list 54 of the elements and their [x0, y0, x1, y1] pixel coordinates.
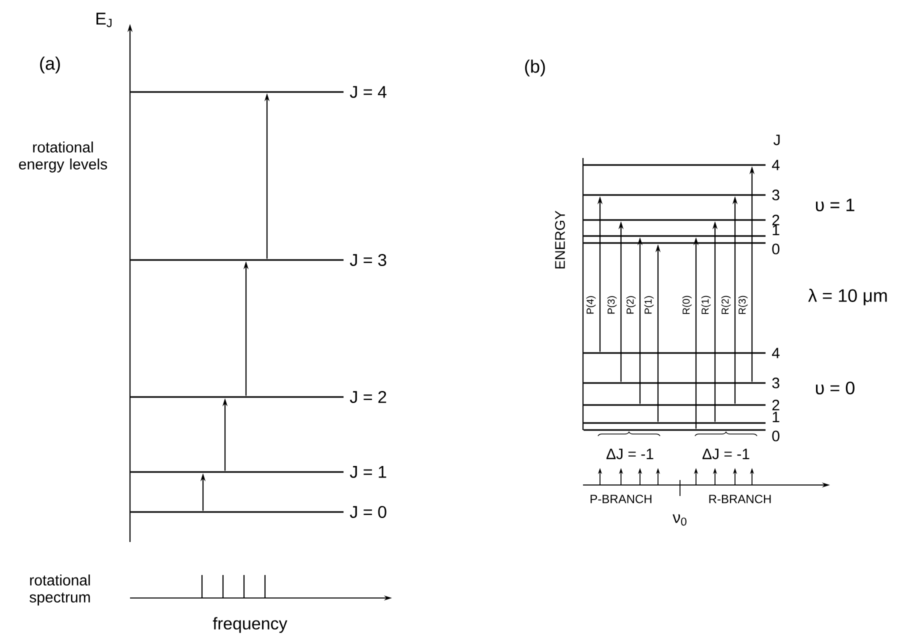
brace-label: ΔJ = -1 — [702, 448, 750, 460]
edge-label: R(3) — [738, 296, 748, 314]
branch-label: R-BRANCH — [709, 494, 771, 504]
node-label: 1 — [772, 412, 780, 422]
edge-label: P(4) — [586, 296, 596, 314]
node-label: 4 — [772, 348, 780, 358]
energy-level: 4 — [584, 160, 780, 170]
node-label: 3 — [772, 378, 780, 388]
edge-label: R(1) — [701, 296, 711, 314]
node-label: J = 1 — [350, 466, 386, 478]
panel-label: (a) — [40, 56, 60, 74]
panel-label: (b) — [525, 60, 545, 76]
brace-label: ΔJ = -1 — [606, 448, 654, 460]
node-label: J = 3 — [350, 254, 386, 266]
axis-label: ENERGY — [555, 210, 565, 268]
axis-label: ν$_{0}$ — [672, 514, 686, 526]
node-label: 2 — [772, 400, 780, 410]
energy-level: 1 — [584, 412, 780, 424]
state-label: υ = 1 — [816, 198, 854, 212]
node-label: 1 — [772, 224, 780, 236]
energy-level: J = 0 — [130, 506, 386, 518]
node-label: 0 — [772, 244, 780, 254]
energy-level: 4 — [584, 348, 780, 358]
column-heading: J — [773, 134, 780, 146]
energy-level: 0 — [584, 429, 780, 442]
node-label: 4 — [772, 160, 780, 170]
energy-level: 3 — [584, 378, 780, 388]
energy-level: 2 — [584, 214, 780, 226]
axis-label: E$_{J}$ — [96, 12, 112, 28]
axis-label: frequency — [212, 617, 288, 633]
node-label: 3 — [772, 190, 780, 200]
edge-label: P(3) — [607, 296, 617, 314]
edge-label: R(0) — [682, 296, 692, 314]
energy-level: J = 2 — [130, 390, 386, 404]
energy-level: J = 4 — [130, 86, 386, 98]
energy-level: J = 1 — [130, 466, 386, 478]
energy-level: 0 — [584, 242, 780, 254]
node-label: J = 2 — [350, 390, 386, 404]
energy-level: 2 — [584, 400, 780, 410]
node-label: J = 4 — [350, 86, 386, 98]
node-label: 2 — [772, 214, 780, 226]
edge-label: P(2) — [626, 296, 636, 314]
branch-label: P-BRANCH — [590, 494, 652, 504]
energy-level: 1 — [584, 224, 780, 237]
edge-label: R(2) — [721, 296, 731, 314]
state-label: υ = 0 — [816, 382, 854, 394]
axis-label: rotational energy levels — [19, 142, 108, 172]
axis-label: rotational spectrum — [30, 574, 90, 606]
node-label: 0 — [772, 430, 780, 442]
energy-level: J = 3 — [130, 254, 386, 266]
energy-level: 3 — [584, 190, 780, 200]
edge-label: P(1) — [644, 296, 654, 314]
node-label: J = 0 — [350, 506, 386, 518]
wavelength-label: λ = 10 μm — [808, 288, 887, 306]
